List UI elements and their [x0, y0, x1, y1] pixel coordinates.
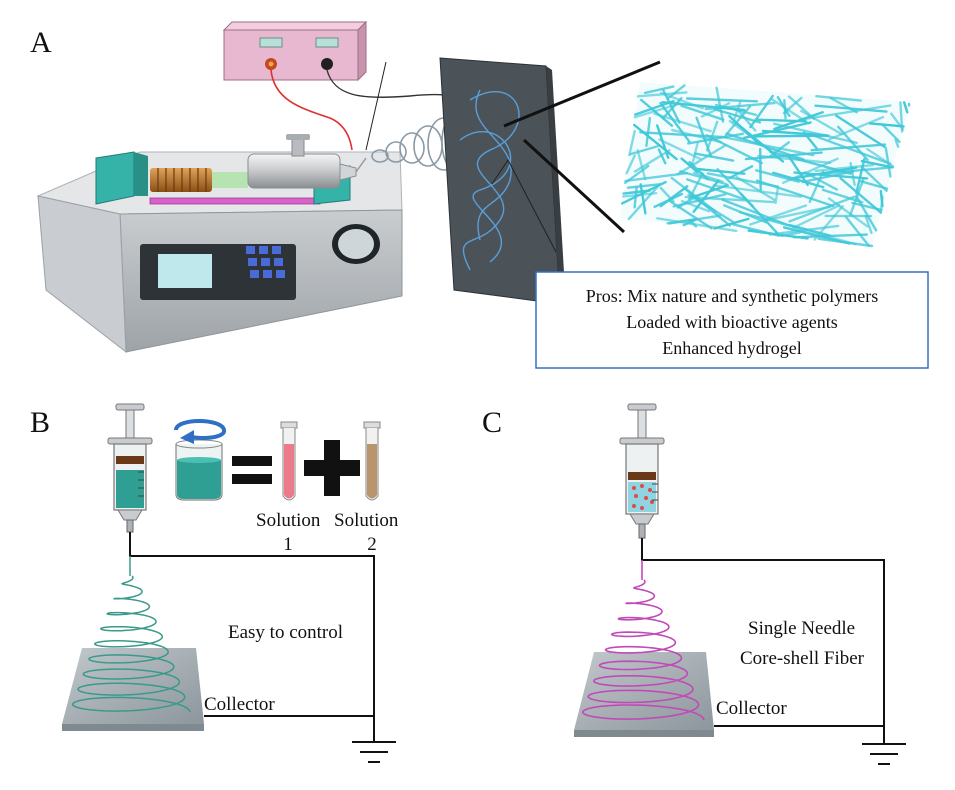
ground-icon — [862, 744, 906, 764]
pros-line-3: Enhanced hydrogel — [662, 338, 801, 358]
syringe-pump — [38, 134, 402, 352]
mesh-fiber — [760, 149, 761, 190]
easy-control-label: Easy to control — [228, 622, 343, 643]
collector-label-c: Collector — [716, 698, 787, 719]
syringe-b — [108, 404, 152, 532]
ground-icon — [352, 742, 396, 762]
rotate-arrow-icon — [176, 421, 224, 438]
solution-tube-1 — [281, 422, 297, 500]
single-needle-label: Single Needle — [748, 618, 855, 639]
collector-plate — [440, 58, 566, 306]
solution-2-label: Solution — [334, 510, 399, 531]
equals-sign — [232, 456, 272, 484]
solution-1-label: Solution — [256, 510, 321, 531]
rotate-arrow-icon — [180, 430, 194, 444]
pros-box: Pros: Mix nature and synthetic polymers … — [536, 272, 928, 368]
pros-line-1: Pros: Mix nature and synthetic polymers — [586, 286, 878, 306]
solution-2-number: 2 — [367, 534, 377, 555]
panel-label-a: A — [30, 26, 52, 59]
positive-wire — [271, 70, 352, 150]
pointer-line — [366, 62, 386, 150]
nanofiber-mesh — [620, 82, 910, 246]
solution-tube-2 — [364, 422, 380, 500]
pros-line-2: Loaded with bioactive agents — [626, 312, 837, 332]
panel-label-c: C — [482, 406, 502, 439]
solution-1-number: 1 — [283, 534, 293, 555]
plus-sign — [304, 440, 360, 496]
beaker — [176, 440, 222, 500]
syringe-c — [620, 404, 664, 538]
mesh-fiber — [881, 191, 883, 206]
collector-c — [574, 652, 714, 737]
panel-label-b: B — [30, 406, 50, 439]
mesh-fiber — [784, 100, 785, 118]
core-shell-label: Core-shell Fiber — [740, 648, 865, 669]
collector-b — [62, 648, 204, 731]
mesh-fiber — [758, 120, 806, 122]
collector-label-b: Collector — [204, 694, 275, 715]
power-supply — [224, 22, 366, 80]
